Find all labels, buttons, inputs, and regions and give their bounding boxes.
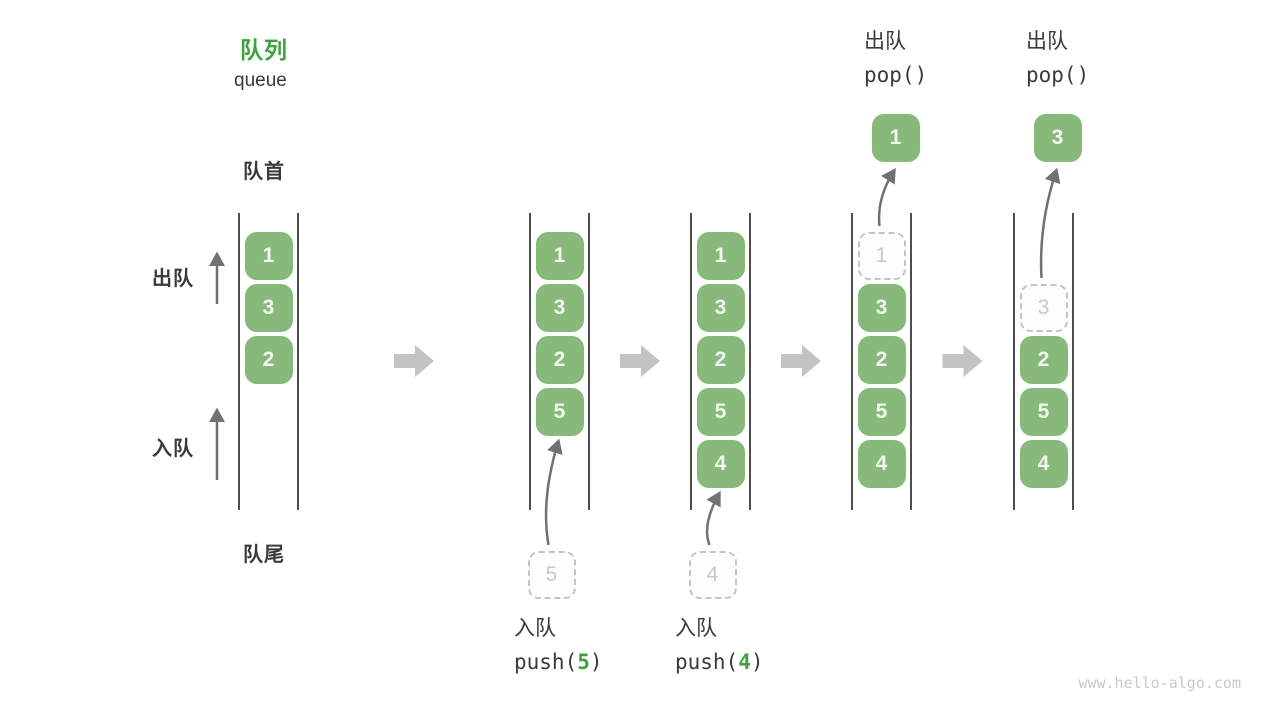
state-transition-arrow [942,345,983,377]
dequeue-direction-label: 出队 [152,268,194,290]
queue-item: 1 [696,232,745,280]
queue-item: 3 [696,284,745,332]
dequeued-ghost-slot: 1 [857,232,906,280]
dequeue-action-label: 出队 pop() [1026,29,1089,87]
channel-wall [297,213,299,510]
queue-item: 2 [696,336,745,384]
channel-wall [910,213,912,510]
enqueue-action-code: push(5) [514,650,603,674]
channel-wall [851,213,853,510]
enqueue-arrow [705,490,721,546]
incoming-item: 4 [688,551,737,599]
outgoing-item: 1 [871,114,920,162]
dequeue-action-code: pop() [1026,63,1090,87]
channel-wall [588,213,590,510]
queue-item: 4 [696,440,745,488]
dequeue-arrow [877,167,896,227]
state-transition-arrow [394,345,434,377]
queue-item: 2 [244,336,293,384]
dequeue-action-name: 出队 [864,30,906,53]
incoming-item: 5 [527,551,576,599]
enqueue-action-label: 入队 push(5) [514,616,603,674]
queue-rear-label: 队尾 [243,544,285,566]
dequeue-action-name: 出队 [1026,30,1068,53]
outgoing-item: 3 [1033,114,1082,162]
enqueue-arrow [544,438,563,546]
channel-wall [1072,213,1074,510]
state-transition-arrow [620,345,660,377]
enqueue-direction-label: 入队 [152,438,194,460]
code-arg: 4 [738,650,751,674]
state-transition-arrow [781,345,821,377]
channel-wall [238,213,240,510]
channel-wall [529,213,531,510]
enqueue-action-name: 入队 [514,617,556,640]
code-text: ) [750,650,764,674]
diagram-title-zh: 队列 [240,37,288,63]
queue-item: 4 [857,440,906,488]
channel-wall [749,213,751,510]
watermark: www.hello-algo.com [1078,674,1241,692]
dequeued-ghost-slot: 3 [1019,284,1068,332]
enqueue-action-name: 入队 [675,617,717,640]
dequeue-arrow [1039,167,1061,279]
code-arg: 5 [577,650,590,674]
enqueue-action-label: 入队 push(4) [675,616,764,674]
queue-item: 3 [857,284,906,332]
queue-item: 4 [1019,440,1068,488]
queue-item: 1 [244,232,293,280]
queue-item: 5 [857,388,906,436]
dequeue-action-label: 出队 pop() [864,29,927,87]
dequeue-action-code: pop() [864,63,928,87]
queue-item: 3 [535,284,584,332]
channel-wall [1013,213,1015,510]
code-text: push( [675,650,739,674]
queue-item: 2 [1019,336,1068,384]
queue-item: 5 [1019,388,1068,436]
queue-item: 1 [535,232,584,280]
diagram-title-en: queue [234,70,287,91]
queue-item: 5 [696,388,745,436]
queue-item: 3 [244,284,293,332]
queue-front-label: 队首 [243,161,285,183]
channel-wall [690,213,692,510]
enqueue-action-code: push(4) [675,650,764,674]
code-text: ) [589,650,603,674]
code-text: push( [514,650,578,674]
queue-item: 2 [857,336,906,384]
queue-item: 2 [535,336,584,384]
queue-item: 5 [535,388,584,436]
